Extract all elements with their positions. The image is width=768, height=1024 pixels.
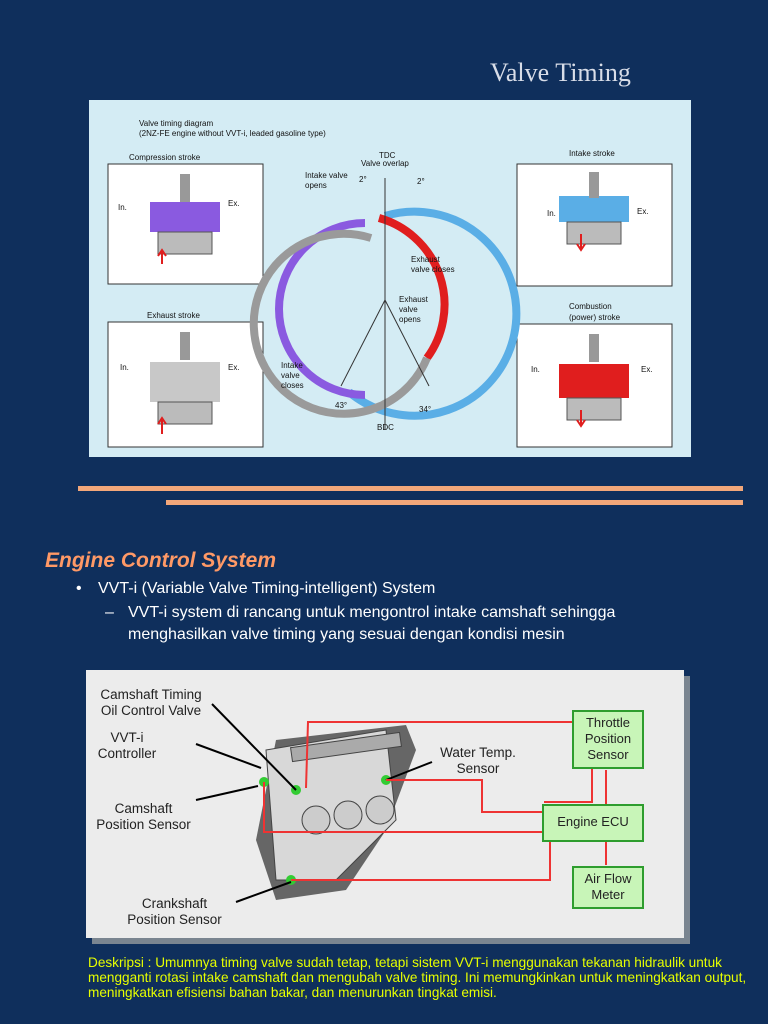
intake-charge	[559, 196, 629, 222]
engine-block	[265, 729, 397, 881]
combustion-stroke-label-1: Combustion	[569, 302, 612, 311]
compression-ex-label: Ex.	[228, 199, 240, 208]
section-title: Engine Control System	[45, 549, 277, 572]
exhaust-opens-2: valve	[399, 305, 418, 314]
exhaust-cylinder: In. Ex.	[107, 321, 264, 448]
water-temp-label: Water Temp.Sensor	[440, 745, 516, 776]
vvt-system-svg	[195, 703, 607, 903]
exhaust-in-label: In.	[120, 363, 129, 372]
intake-cylinder: In. Ex.	[516, 163, 673, 287]
intake-opens-1: Intake valve	[305, 171, 348, 180]
diagram-heading-1: Valve timing diagram	[139, 119, 213, 128]
exhaust-opens-3: opens	[399, 315, 421, 324]
deg-34: 34°	[419, 405, 431, 414]
intake-arc	[346, 207, 521, 420]
exhaust-closes-1: Exhaust	[411, 255, 441, 264]
valve-timing-svg: Valve timing diagram (2NZ-FE engine with…	[107, 119, 673, 448]
compression-stroke-label: Compression stroke	[129, 153, 201, 162]
bullet-item: • VVT-i (Variable Valve Timing-intelligen…	[76, 580, 435, 598]
sub-bullet-text: VVT-i system di rancang untuk mengontrol…	[128, 604, 616, 643]
slide-title: Valve Timing	[490, 58, 631, 87]
timing-circle	[249, 207, 521, 420]
combustion-arc	[377, 214, 449, 361]
divider-rule-1	[78, 486, 743, 491]
description-text: Deskripsi : Umumnya timing valve sudah t…	[88, 955, 747, 1000]
deg-43: 43°	[335, 401, 347, 410]
intake-ex-label: Ex.	[637, 207, 649, 216]
divider-rule-2	[166, 500, 743, 505]
exhaust-stroke-label: Exhaust stroke	[147, 311, 200, 320]
bdc-label: BDC	[377, 423, 394, 432]
bullet-text: VVT-i (Variable Valve Timing-intelligent…	[98, 580, 436, 597]
intake-opens-2: opens	[305, 181, 327, 190]
intake-closes-2: valve	[281, 371, 300, 380]
compression-charge	[150, 202, 220, 232]
exhaust-arc	[249, 229, 431, 418]
combustion-charge	[559, 364, 629, 398]
intake-closes-1: Intake	[281, 361, 303, 370]
bullet-dot-icon: •	[76, 580, 82, 597]
combustion-stroke-label-2: (power) stroke	[569, 313, 621, 322]
intake-stroke-label: Intake stroke	[569, 149, 615, 158]
deg-2b: 2°	[417, 177, 425, 186]
intake-in-label: In.	[547, 209, 556, 218]
intake-closes-3: closes	[281, 381, 304, 390]
compression-cylinder: In. Ex.	[107, 163, 264, 285]
exhaust-opens-1: Exhaust	[399, 295, 429, 304]
dash-icon: –	[105, 604, 114, 621]
exhaust-closes-2: valve closes	[411, 265, 455, 274]
tdc-label: TDC	[379, 151, 396, 160]
compression-in-label: In.	[118, 203, 127, 212]
engine-ecu-box: Engine ECU	[542, 804, 644, 842]
exhaust-charge	[150, 362, 220, 402]
deg-2a: 2°	[359, 175, 367, 184]
combustion-ex-label: Ex.	[641, 365, 653, 374]
valve-overlap-label: Valve overlap	[361, 159, 409, 168]
diagram-heading-2: (2NZ-FE engine without VVT-i, leaded gas…	[139, 129, 326, 138]
exhaust-ex-label: Ex.	[228, 363, 240, 372]
valve-timing-diagram: Valve timing diagram (2NZ-FE engine with…	[89, 100, 691, 457]
combustion-in-label: In.	[531, 365, 540, 374]
combustion-cylinder: In. Ex.	[516, 323, 673, 448]
